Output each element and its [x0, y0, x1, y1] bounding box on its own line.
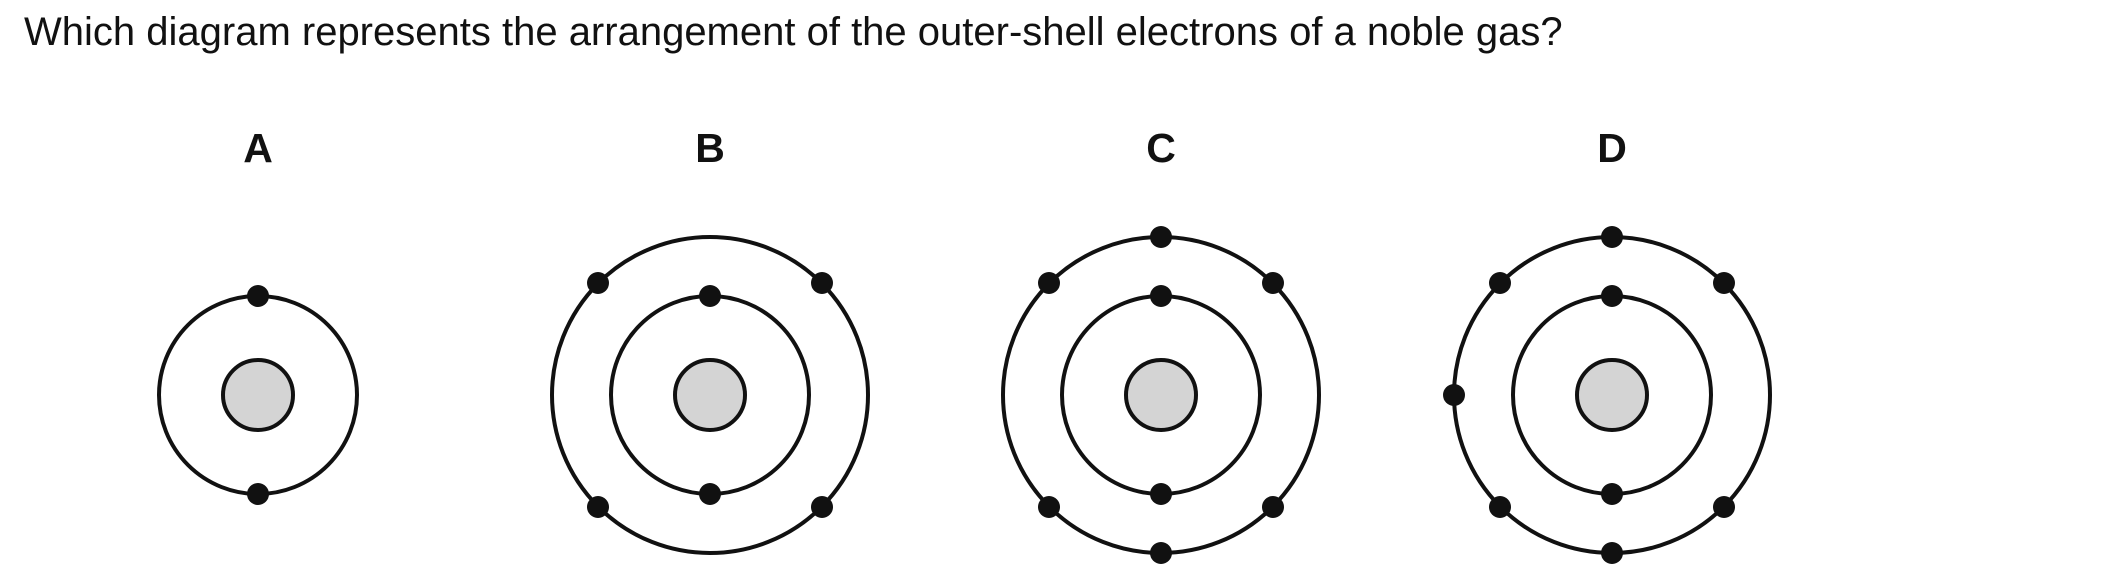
option-d-electron-shell2-lower-left [1489, 496, 1511, 518]
option-b-electron-shell2-upper-left [587, 272, 609, 294]
option-d-nucleus [1575, 358, 1649, 432]
option-c-electron-shell2-lower-left [1038, 496, 1060, 518]
question-text: Which diagram represents the arrangement… [24, 10, 1563, 54]
option-a-label: A [243, 125, 273, 171]
option-b-electron-shell1-top [699, 285, 721, 307]
option-c-electron-shell1-bottom [1150, 483, 1172, 505]
option-d-label: D [1597, 125, 1627, 171]
option-a-electron-shell1-bottom [247, 483, 269, 505]
option-d-electron-shell2-upper-right [1713, 272, 1735, 294]
option-c-electron-shell2-upper-right [1262, 272, 1284, 294]
option-b-electron-shell2-upper-right [811, 272, 833, 294]
option-b-shell-2 [550, 235, 870, 555]
option-b-electron-shell2-lower-right [811, 496, 833, 518]
option-a: A [157, 125, 359, 505]
option-a-nucleus [221, 358, 295, 432]
option-c-electron-shell2-top [1150, 226, 1172, 248]
option-c-electron-shell2-bottom [1150, 542, 1172, 564]
option-d-electron-shell2-bottom [1601, 542, 1623, 564]
option-c-electron-shell2-upper-left [1038, 272, 1060, 294]
option-a-electron-shell1-top [247, 285, 269, 307]
option-b-electron-shell2-lower-left [587, 496, 609, 518]
option-c-nucleus [1124, 358, 1198, 432]
option-d-electron-shell1-top [1601, 285, 1623, 307]
option-c: C [1001, 125, 1321, 564]
option-d-electron-shell2-upper-left [1489, 272, 1511, 294]
option-b-nucleus [673, 358, 747, 432]
option-d-electron-shell2-left [1443, 384, 1465, 406]
option-d-electron-shell2-lower-right [1713, 496, 1735, 518]
option-c-label: C [1146, 125, 1176, 171]
option-c-electron-shell1-top [1150, 285, 1172, 307]
option-d: D [1443, 125, 1772, 564]
option-b-label: B [695, 125, 725, 171]
option-b-electron-shell1-bottom [699, 483, 721, 505]
option-d-electron-shell1-bottom [1601, 483, 1623, 505]
option-c-electron-shell2-lower-right [1262, 496, 1284, 518]
option-b: B [550, 125, 870, 555]
option-d-electron-shell2-top [1601, 226, 1623, 248]
